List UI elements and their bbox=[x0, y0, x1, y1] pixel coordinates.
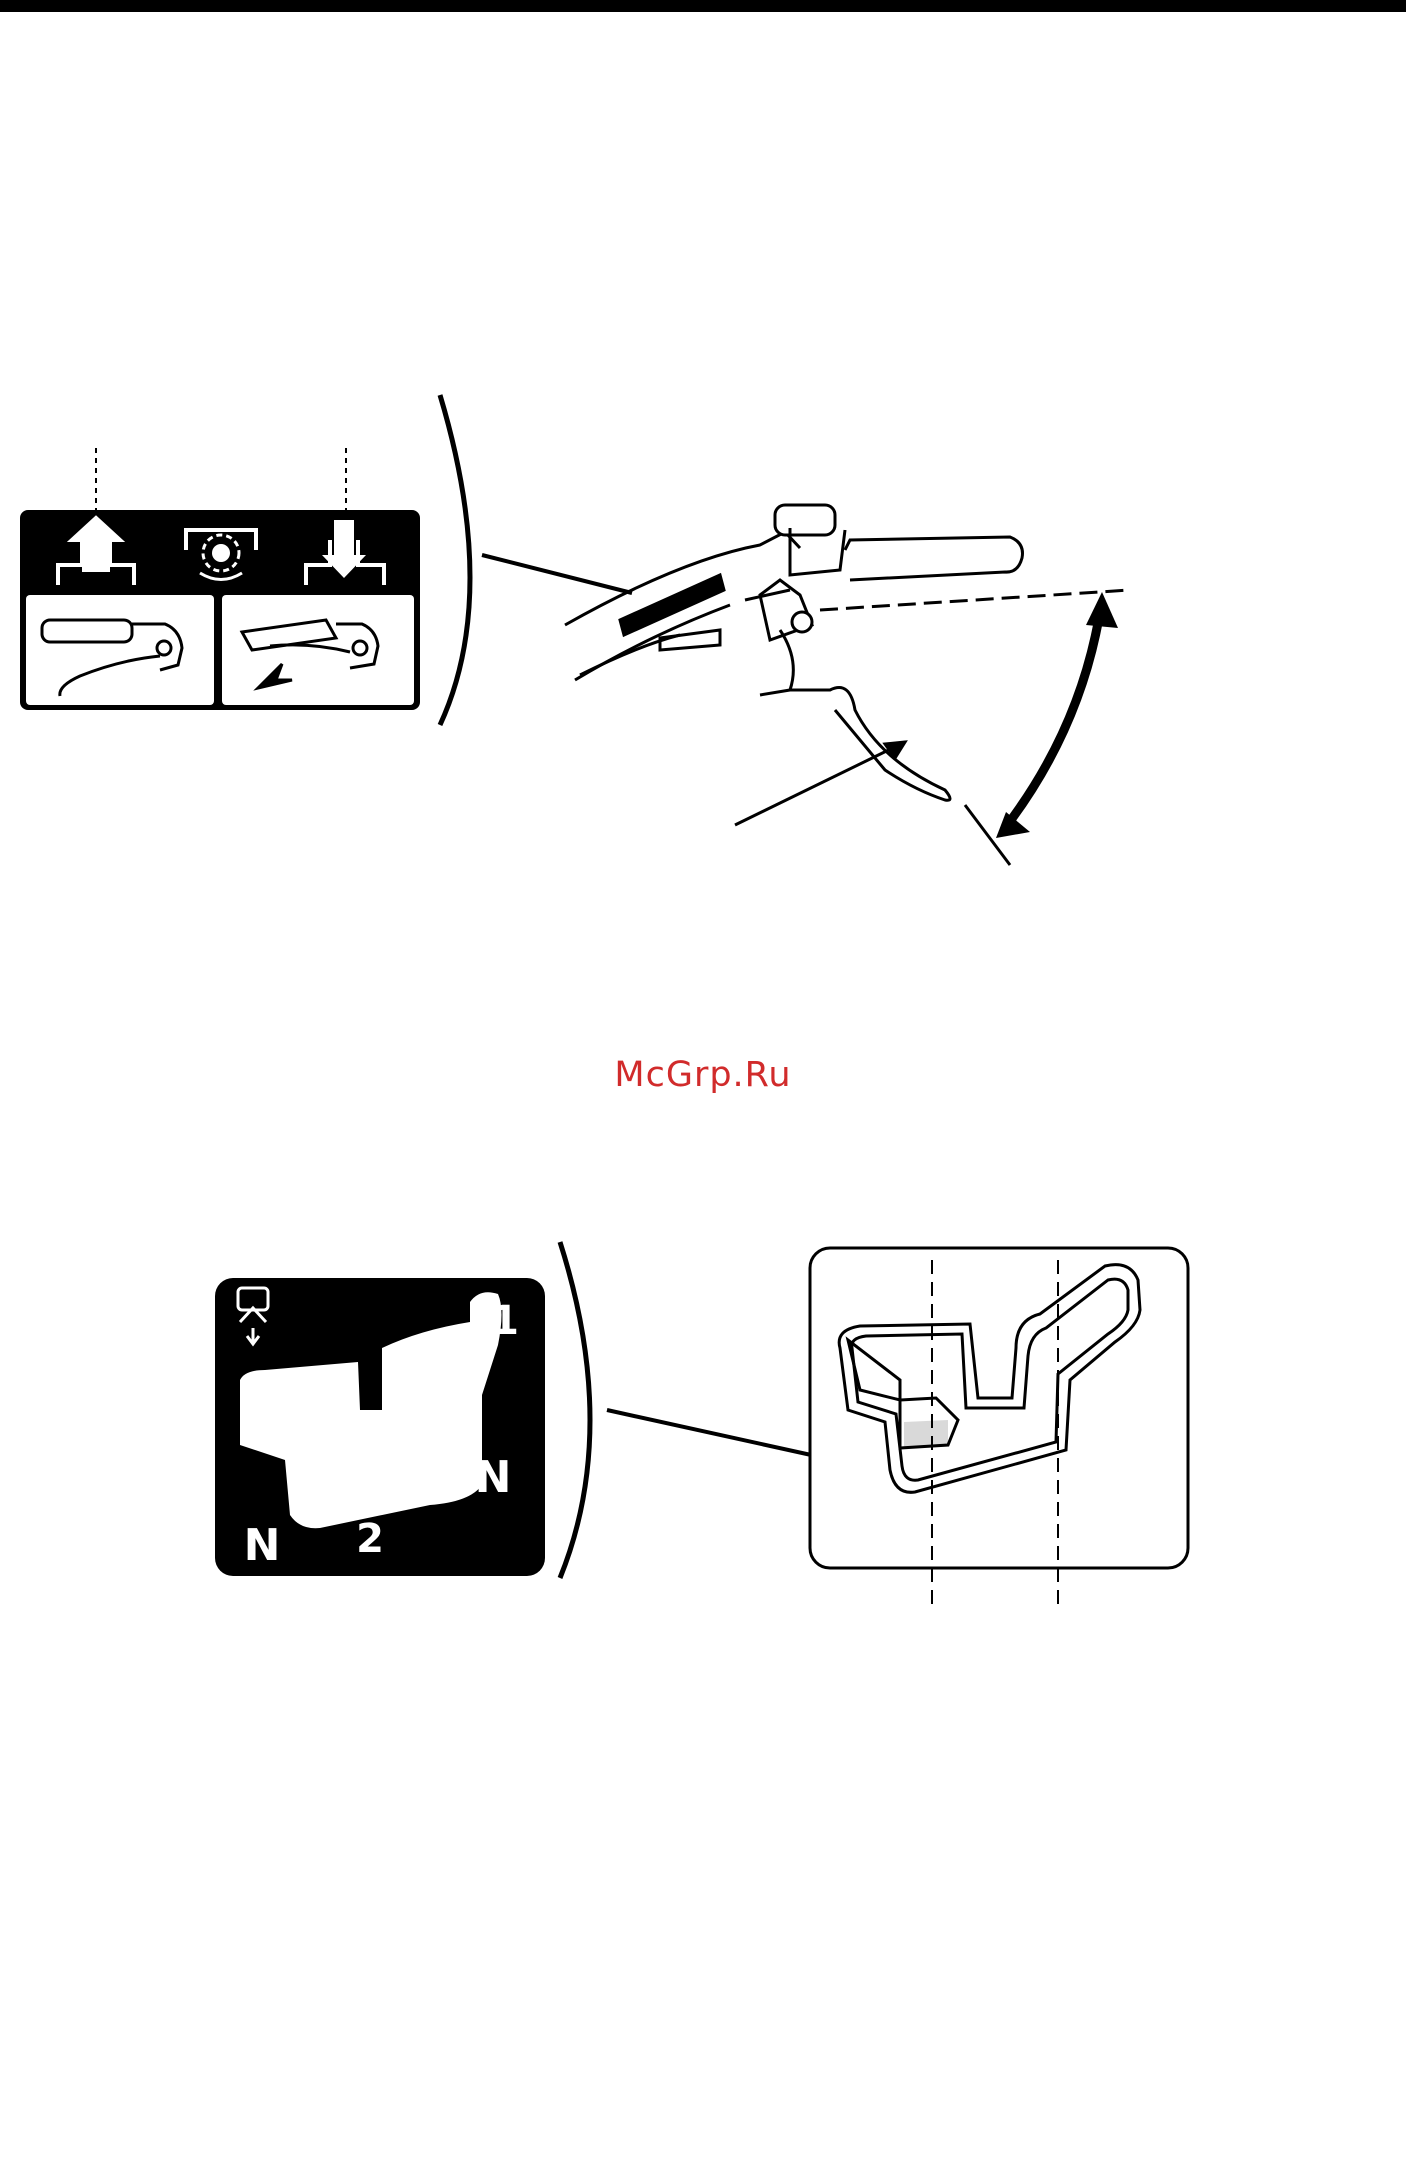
adjustment-arc-arrow bbox=[996, 592, 1118, 838]
gear-label-2: 2 bbox=[356, 1516, 384, 1562]
shift-pattern-figure: 1 N 2 N bbox=[0, 1230, 1406, 1630]
clutch-decal bbox=[20, 510, 420, 710]
lever-released-panel bbox=[26, 595, 214, 705]
gear-label-1: 1 bbox=[491, 1298, 519, 1344]
callout-bracket-2 bbox=[560, 1242, 590, 1578]
gear-label-neutral-right: N bbox=[475, 1452, 512, 1503]
watermark: McGrp.Ru bbox=[0, 1055, 1406, 1095]
callout-leader-2 bbox=[607, 1410, 843, 1462]
handlebar-lever-illustration bbox=[565, 505, 1130, 865]
shift-gate-detail bbox=[810, 1248, 1188, 1610]
callout-bracket bbox=[440, 395, 470, 725]
callout-leader bbox=[482, 555, 632, 593]
clutch-lever-figure bbox=[0, 380, 1406, 900]
shift-pattern-decal: 1 N 2 N bbox=[215, 1278, 545, 1576]
gear-label-neutral-left: N bbox=[244, 1520, 281, 1571]
page-top-rule bbox=[0, 0, 1406, 12]
